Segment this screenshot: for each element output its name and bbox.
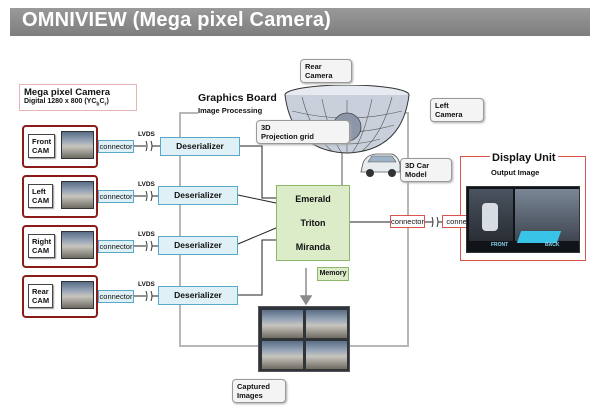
lvds-label-rear: LVDS — [138, 281, 155, 288]
camera-connector-front: connector — [98, 140, 134, 153]
lvds-label-front: LVDS — [138, 131, 155, 138]
processor-chips: Emerald Triton Miranda — [276, 185, 350, 261]
captured-image-1 — [261, 309, 304, 339]
chip-miranda: Miranda — [295, 242, 331, 252]
chip-triton: Triton — [300, 218, 326, 228]
mega-camera-label: Mega pixel Camera Digital 1280 x 800 (YC… — [19, 84, 137, 111]
lvds-label-left: LVDS — [138, 181, 155, 188]
captured-image-4 — [305, 340, 348, 370]
camera-connector-left: connector — [98, 190, 134, 203]
graphics-board-title: Graphics Board — [196, 92, 279, 104]
output-screen: FRONT BACK — [466, 186, 580, 253]
mega-camera-spec: Digital 1280 x 800 (YCbCr) — [24, 98, 109, 108]
camera-image-front — [61, 131, 94, 159]
page-title: OMNIVIEW (Mega pixel Camera) — [22, 9, 331, 31]
output-car-icon — [482, 203, 498, 231]
output-button-front[interactable]: FRONT — [491, 242, 509, 248]
deserializer-1: Deserializer — [160, 137, 240, 156]
camera-image-rear — [61, 281, 94, 309]
lvds-label-right: LVDS — [138, 231, 155, 238]
mega-camera-title: Mega pixel Camera — [24, 87, 111, 98]
display-unit-subtitle: Output Image — [491, 168, 540, 177]
camera-connector-rear: connector — [98, 290, 134, 303]
display-unit-title: Display Unit — [490, 152, 558, 164]
deserializer-4: Deserializer — [158, 286, 238, 305]
camera-connector-right: connector — [98, 240, 134, 253]
memory-block: Memory — [317, 267, 349, 281]
chip-emerald: Emerald — [295, 194, 331, 204]
car-model-icon — [360, 153, 401, 177]
title-bar — [10, 8, 590, 36]
camera-image-right — [61, 231, 94, 259]
captured-image-2 — [305, 309, 348, 339]
output-connector: connector — [390, 215, 425, 228]
captured-image-3 — [261, 340, 304, 370]
output-button-back[interactable]: BACK — [545, 242, 560, 248]
camera-image-left — [61, 181, 94, 209]
deserializer-3: Deserializer — [158, 236, 238, 255]
graphics-board-subtitle: Image Processing — [198, 106, 263, 115]
deserializer-2: Deserializer — [158, 186, 238, 205]
captured-images-grid — [258, 306, 350, 372]
